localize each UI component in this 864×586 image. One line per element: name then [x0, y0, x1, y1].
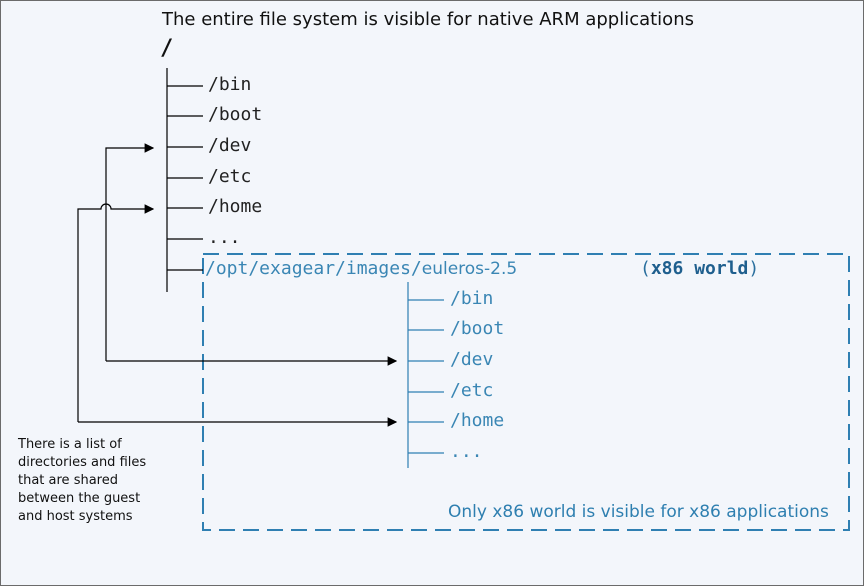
x86-world-label: (x86 world): [640, 258, 759, 279]
guest-root-path: /opt/exagear/images/euleros-2.5: [205, 258, 517, 279]
guest-dir-bin: /bin: [450, 288, 494, 309]
host-dir-boot: /boot: [208, 104, 263, 125]
shared-link-home-host: [77, 203, 155, 422]
guest-dir-more: ...: [450, 441, 483, 462]
host-dir-home: /home: [208, 196, 263, 217]
world-close-paren: ): [748, 258, 760, 279]
guest-dir-boot: /boot: [450, 318, 505, 339]
world-label-text: x86 world: [650, 258, 749, 279]
guest-root-name: euleros-2.5: [421, 259, 518, 279]
world-open-paren: (: [640, 258, 651, 279]
host-dir-dev: /dev: [208, 135, 252, 156]
x86-visibility-note: Only x86 world is visible for x86 applic…: [448, 502, 829, 522]
shared-files-note: There is a list of directories and files…: [18, 437, 147, 524]
guest-root-prefix: /opt/exagear/images/: [205, 258, 422, 279]
host-dir-etc: /etc: [208, 166, 252, 187]
shared-link-dev-host: [105, 143, 155, 361]
host-dir-bin: /bin: [208, 74, 252, 95]
guest-dir-etc: /etc: [450, 380, 494, 401]
x86-world-box: [202, 253, 850, 531]
guest-dir-dev: /dev: [450, 349, 494, 370]
guest-dir-home: /home: [450, 410, 505, 431]
root-directory: /: [160, 36, 174, 61]
host-dir-more: ...: [208, 227, 241, 248]
diagram-title: The entire file system is visible for na…: [162, 9, 694, 30]
